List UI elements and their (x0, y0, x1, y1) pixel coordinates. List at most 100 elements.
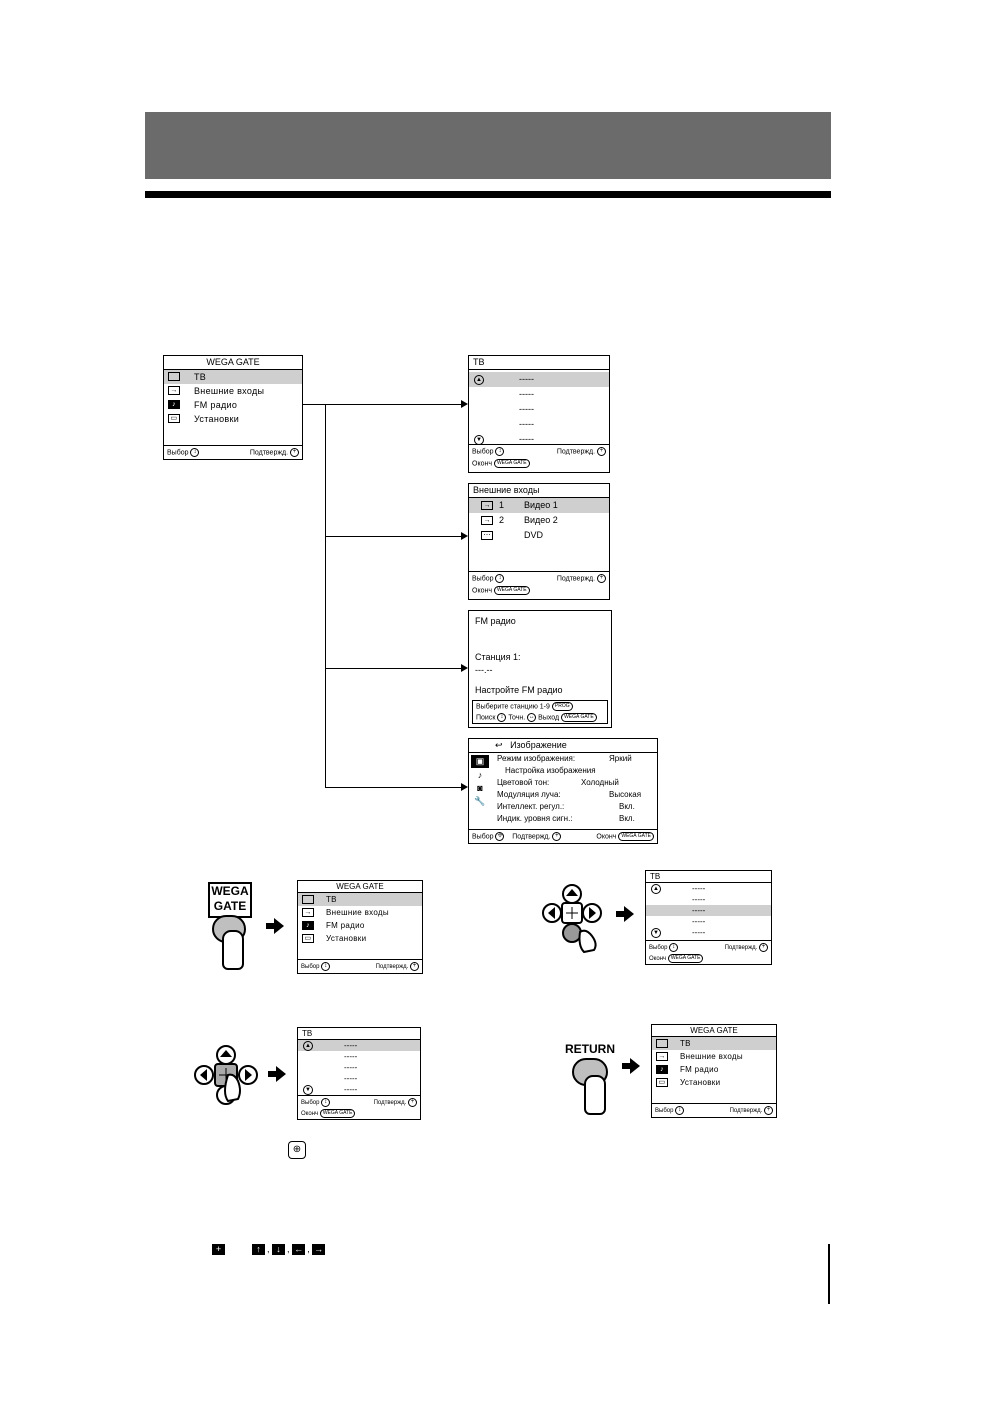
down-key-icon: ↓ (272, 1244, 286, 1255)
wega-gate-badge: WEGA GATE (319, 1109, 356, 1118)
input-icon: → (168, 386, 180, 395)
inputs-menu-footer: Выбор ↕ Подтвержд. + Оконч WEGA GATE (469, 571, 609, 599)
down-arrow-icon: ▼ (303, 1085, 313, 1095)
up-key-icon: ↑ (252, 1244, 266, 1255)
arrowhead (461, 783, 468, 791)
tv-menu-small-2: ТВ ▲----- ----- ----- ----- ▼----- Выбор… (297, 1027, 421, 1120)
wega-gate-badge: WEGA GATE (561, 713, 597, 722)
input-icon: → (656, 1052, 668, 1061)
tv-menu: ТВ ▲----- ----- ----- ----- ▼----- Выбор… (468, 355, 610, 473)
picture-row[interactable]: Цветовой тон:Холодный (497, 778, 619, 787)
menu-item-inputs[interactable]: →Внешние входы (298, 906, 422, 919)
picture-menu-footer: Выбор ✢ Подтвержд. + Оконч WEGA GATE (469, 829, 657, 843)
main-menu-footer: Выбор ↕ Подтвержд. + (164, 445, 302, 459)
wrench-icon[interactable]: 🔧 (474, 796, 486, 806)
connector-line (325, 536, 461, 537)
arrowhead (461, 400, 468, 408)
center-key-icon: + (212, 1244, 225, 1255)
camera-icon[interactable]: ◙ (477, 783, 483, 793)
input-icon: → (302, 908, 314, 917)
center-button-icon: + (597, 447, 606, 456)
channel-row[interactable]: ----- (344, 1052, 358, 1061)
menu-item-inputs[interactable]: →Внешние входы (164, 384, 302, 398)
prog-badge: PROG (551, 702, 573, 711)
connector-line (303, 404, 461, 405)
channel-row[interactable]: ▼----- (298, 1084, 420, 1095)
channel-row[interactable]: ▲----- (298, 1040, 420, 1051)
joystick-down-icon[interactable] (540, 882, 610, 954)
up-down-icon: ↕ (190, 448, 200, 457)
menu-item-settings[interactable]: ▭Установки (164, 412, 302, 426)
joystick-press-icon[interactable] (192, 1045, 262, 1111)
fm-frequency: ---.-- (475, 665, 493, 675)
key-legend: + ↑, ↓, ←, → (212, 1244, 327, 1255)
step-arrow-icon (622, 1058, 640, 1074)
music-note-icon[interactable]: ♪ (477, 770, 483, 780)
menu-item-settings[interactable]: ▭Установки (298, 932, 422, 945)
channel-row[interactable]: ----- (692, 917, 706, 926)
toolbox-icon: ▭ (302, 934, 314, 943)
step-arrow-icon (268, 1066, 286, 1082)
page-side-rule (828, 1244, 830, 1304)
channel-row[interactable]: ----- (344, 1074, 358, 1083)
channel-row[interactable]: ▲----- (646, 883, 771, 894)
menu-item-fm[interactable]: ♪FM радио (164, 398, 302, 412)
up-down-icon: ↕ (497, 713, 507, 722)
up-down-icon: ↕ (495, 447, 505, 456)
input-row-dvd[interactable]: ⋯DVD (469, 528, 609, 543)
tv-menu-title: ТВ (469, 356, 609, 370)
up-down-icon: ↕ (675, 1106, 685, 1115)
picture-row[interactable]: Индик. уровня сигн.:Вкл. (497, 814, 635, 823)
menu-item-fm[interactable]: ♪FM радио (298, 919, 422, 932)
center-button-icon: + (764, 1106, 773, 1115)
step-arrow-icon (266, 918, 284, 934)
tv-menu-footer: Выбор ↕ Подтвержд. + Оконч WEGA GATE (646, 940, 771, 964)
center-button-icon: + (408, 1098, 417, 1107)
channel-row[interactable]: ----- (519, 404, 534, 414)
step-arrow-icon (616, 906, 634, 922)
wega-gate-badge: WEGA GATE (618, 832, 654, 841)
channel-row[interactable]: ▲----- (469, 372, 609, 387)
fm-menu: FM радио Станция 1: ---.-- Настройте FM … (468, 610, 612, 728)
main-menu-small: WEGA GATE ТВ →Внешние входы ♪FM радио ▭У… (297, 880, 423, 974)
left-right-icon: ↔ (527, 713, 537, 722)
input-icon: → (481, 516, 493, 525)
hand-pointer-icon (222, 930, 244, 970)
picture-row[interactable]: Интеллект. регул.:Вкл. (497, 802, 635, 811)
picture-icon[interactable]: ▣ (471, 755, 489, 768)
main-menu-footer: Выбор ↕ Подтвержд. + (298, 959, 422, 973)
channel-row[interactable]: ▼----- (646, 927, 771, 938)
main-menu-title: WEGA GATE (164, 356, 302, 370)
left-key-icon: ← (292, 1244, 306, 1255)
picture-row[interactable]: Модуляция луча:Высокая (497, 790, 642, 799)
center-button-icon: ⊕ (288, 1141, 306, 1159)
center-button-icon: + (410, 962, 419, 971)
fm-menu-title: FM радио (475, 616, 516, 626)
fm-station-label: Станция 1: (475, 652, 521, 662)
menu-item-fm[interactable]: ♪FM радио (652, 1063, 776, 1076)
channel-row[interactable]: ----- (519, 389, 534, 399)
up-down-icon: ↕ (495, 574, 505, 583)
menu-item-settings[interactable]: ▭Установки (652, 1076, 776, 1089)
picture-row[interactable]: Настройка изображения (505, 766, 596, 775)
picture-row[interactable]: Режим изображения:Яркий (497, 754, 632, 763)
tv-icon (168, 372, 180, 381)
menu-item-tv[interactable]: ТВ (298, 893, 422, 906)
channel-row[interactable]: ----- (692, 895, 706, 904)
channel-row[interactable]: ----- (519, 419, 534, 429)
arrowhead (461, 664, 468, 672)
right-key-icon: → (312, 1244, 326, 1255)
component-input-icon: ⋯ (481, 531, 493, 540)
channel-row[interactable]: ----- (646, 905, 771, 916)
menu-item-tv[interactable]: ТВ (164, 370, 302, 384)
tv-menu-footer: Выбор ↕ Подтвержд. + Оконч WEGA GATE (298, 1095, 420, 1119)
picture-menu-title: ↩ Изображение (469, 739, 657, 753)
menu-item-tv[interactable]: ТВ (652, 1037, 776, 1050)
up-down-icon: ↕ (669, 943, 679, 952)
channel-row[interactable]: ----- (344, 1063, 358, 1072)
menu-item-inputs[interactable]: →Внешние входы (652, 1050, 776, 1063)
